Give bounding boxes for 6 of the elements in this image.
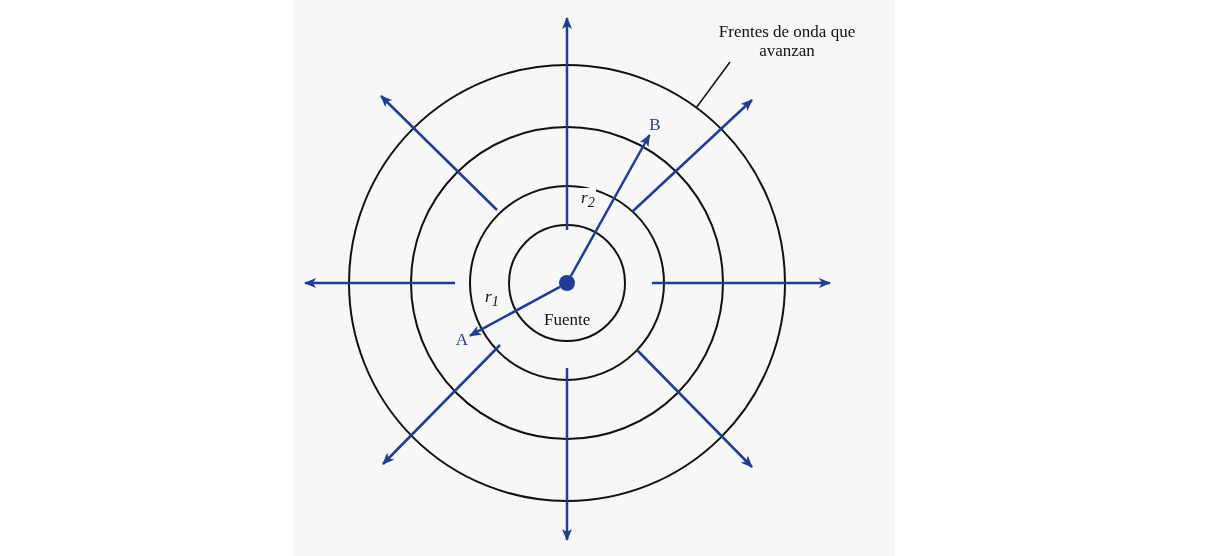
radius-arrow [469, 285, 561, 337]
radius-arrow [569, 134, 651, 277]
callout-text: Frentes de onda que avanzan [717, 22, 857, 60]
leader-line [695, 61, 731, 109]
point-label: A [454, 330, 470, 349]
point-label: B [648, 115, 662, 134]
